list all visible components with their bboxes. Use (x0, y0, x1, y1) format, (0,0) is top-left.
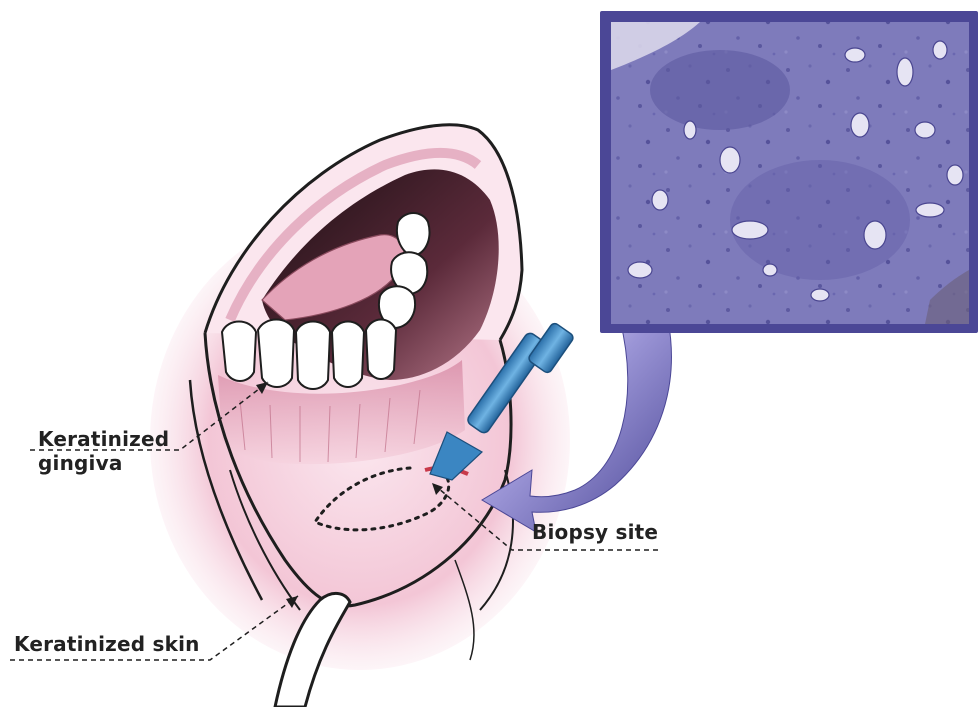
biopsy-site-label: Biopsy site (532, 520, 658, 544)
histology-panel (600, 11, 978, 333)
keratinized-gingiva-label: Keratinized gingiva (38, 427, 169, 475)
keratinized-gingiva-label-line1: Keratinized (38, 427, 169, 451)
keratinized-gingiva-label-line2: gingiva (38, 451, 169, 475)
keratinized-skin-label: Keratinized skin (14, 632, 200, 656)
mouth-illustration (150, 125, 570, 707)
